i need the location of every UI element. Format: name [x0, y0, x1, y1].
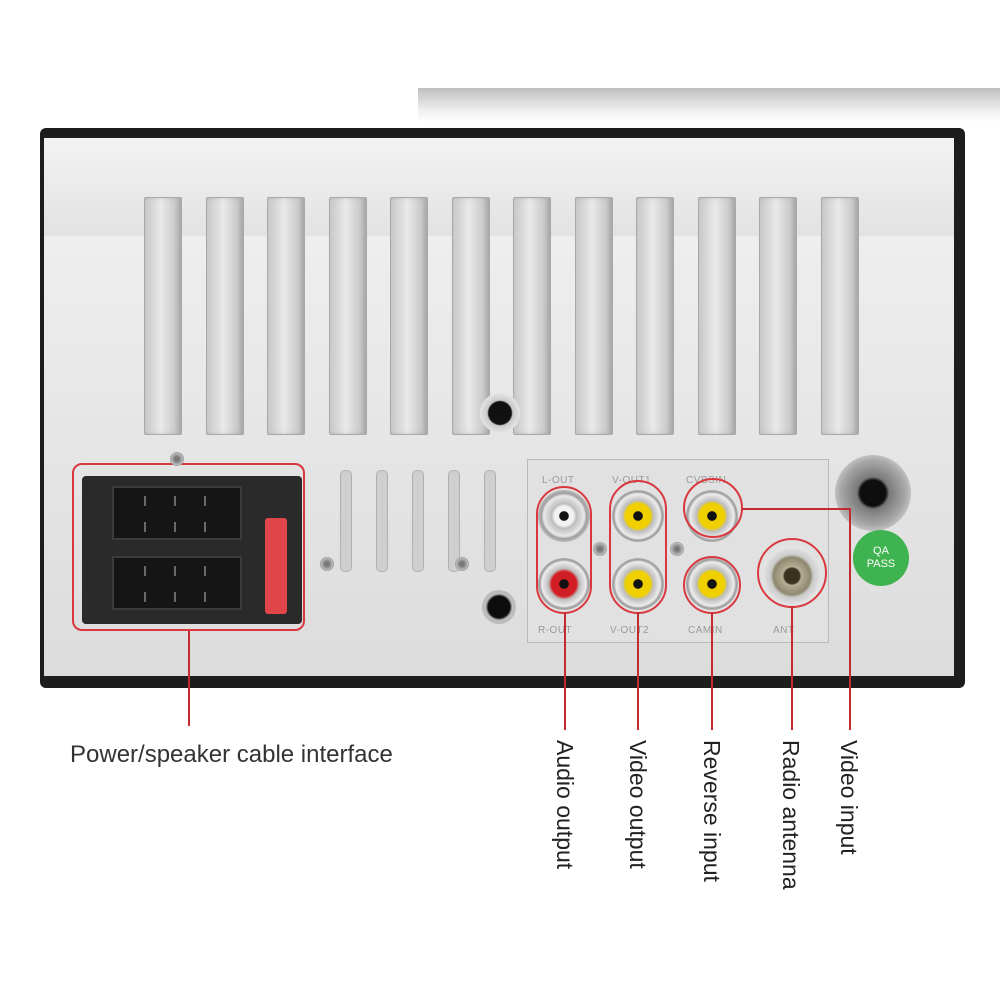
qa-pass-badge: QA PASS — [853, 530, 909, 586]
reverse-input-label: Reverse input — [699, 740, 725, 882]
cable-hole — [482, 590, 516, 624]
iso-connector-upper — [112, 486, 242, 540]
video-input-label: Video input — [836, 740, 862, 855]
reverse-leader-line — [711, 612, 713, 730]
reverse-highlight-ring — [683, 556, 741, 614]
screw — [170, 452, 184, 466]
heatsink-fin — [267, 197, 305, 435]
video-output-label: Video output — [625, 740, 651, 869]
label-cam-in: CAMIN — [688, 625, 723, 636]
label-v-out2: V-OUT2 — [610, 625, 650, 636]
video-in-leader-horizontal — [742, 508, 850, 510]
heatsink-fin — [205, 197, 244, 435]
qa-badge-line-2: PASS — [866, 558, 896, 570]
screw — [455, 557, 469, 571]
heatsink-fin — [390, 197, 428, 435]
antenna-highlight-ring — [757, 538, 827, 608]
screw — [320, 557, 334, 571]
power-leader-line — [188, 631, 190, 726]
screw — [670, 542, 684, 556]
heatsink-fin — [697, 197, 736, 435]
label-l-out: L-OUT — [542, 475, 575, 486]
heatsink-fin — [636, 197, 674, 435]
radio-antenna-label: Radio antenna — [778, 740, 804, 890]
audio-leader-line — [564, 612, 566, 730]
heatsink-fin — [759, 197, 797, 435]
vent-slot — [484, 470, 496, 572]
vent-slot — [412, 470, 424, 572]
audio-output-label: Audio output — [552, 740, 578, 870]
chassis-top-face — [44, 138, 954, 236]
screw — [593, 542, 607, 556]
video-out-highlight-ring — [609, 480, 667, 614]
audio-highlight-ring — [536, 486, 592, 614]
heatsink-fin — [328, 197, 367, 435]
background-shelf — [418, 88, 1000, 122]
vent-slot — [340, 470, 352, 572]
rubber-grommet — [835, 455, 911, 531]
qa-badge-line-1: QA — [873, 545, 889, 557]
video-in-leader-line — [849, 508, 851, 730]
power-cable-label: Power/speaker cable interface — [70, 741, 393, 768]
fuse — [265, 518, 287, 614]
power-highlight-frame — [72, 463, 305, 631]
heatsink-fin — [144, 197, 182, 435]
radio-leader-line — [791, 606, 793, 730]
heatsink-fin — [513, 197, 551, 435]
iso-connector-lower — [112, 556, 242, 610]
video-in-highlight-ring — [683, 478, 743, 538]
heatsink-fin — [820, 197, 859, 435]
label-r-out: R-OUT — [538, 625, 573, 636]
heatsink-fin — [574, 197, 613, 435]
label-ant: ANT — [773, 625, 795, 636]
mounting-hole — [480, 393, 520, 433]
video-out-leader-line — [637, 612, 639, 730]
heatsink-fin — [451, 197, 490, 435]
vent-slot — [376, 470, 388, 572]
vent-slot — [448, 470, 460, 572]
